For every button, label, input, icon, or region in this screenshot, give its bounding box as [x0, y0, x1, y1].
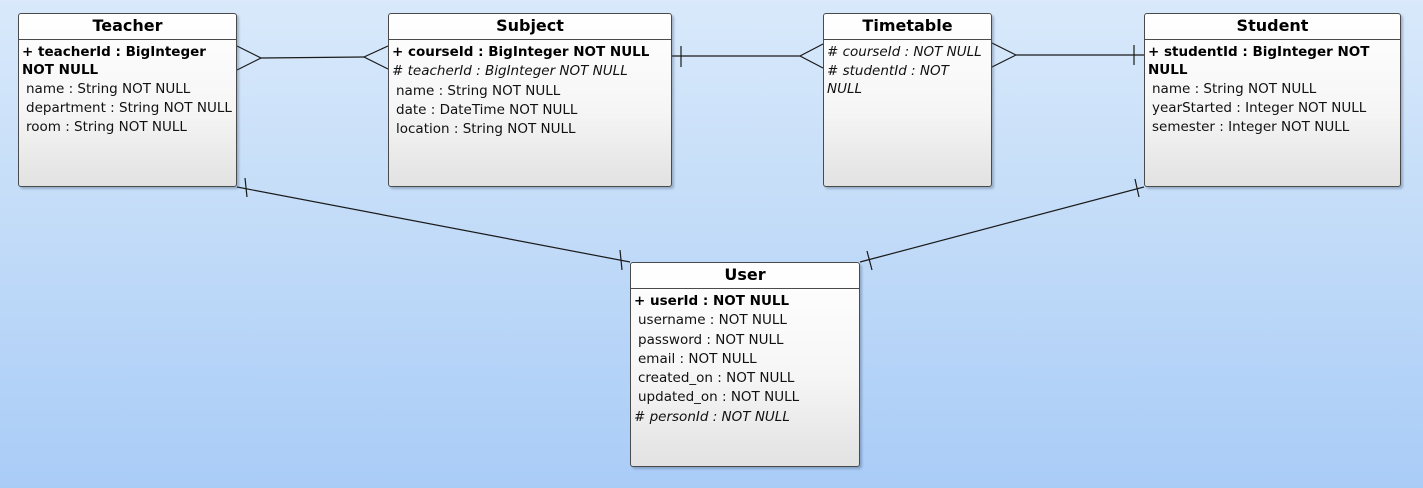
attribute[interactable]: email : NOT NULL — [638, 350, 757, 367]
crowfoot-many-teacher — [236, 45, 263, 71]
tick-one-user-student — [866, 250, 873, 271]
entity-title: User — [631, 263, 859, 289]
attribute-list: + studentId : BigInteger NOT NULL name : … — [1145, 40, 1400, 137]
entity-timetable[interactable]: Timetable # courseId : NOT NULL # student… — [823, 13, 992, 187]
foreign-key-attribute[interactable]: # courseId : NOT NULL — [827, 44, 982, 60]
crowfoot-many-timetable-student — [991, 42, 1018, 68]
relationship-student-user — [859, 186, 1145, 263]
attribute[interactable]: name : String NOT NULL — [1152, 80, 1317, 97]
attribute[interactable]: department : String NOT NULL — [26, 100, 232, 117]
entity-teacher[interactable]: Teacher + teacherId : BigInteger NOT NUL… — [18, 13, 237, 187]
foreign-key-attribute[interactable]: # personId : NOT NULL — [634, 408, 790, 425]
attribute[interactable]: password : NOT NULL — [638, 331, 784, 348]
primary-key-attribute[interactable]: + studentId : BigInteger NOT NULL — [1148, 44, 1370, 78]
entity-title: Subject — [389, 14, 671, 40]
entity-title: Teacher — [19, 14, 236, 40]
relationship-teacher-user — [236, 186, 631, 263]
attribute[interactable]: semester : Integer NOT NULL — [1152, 119, 1350, 136]
tick-one-user-teacher — [619, 249, 623, 271]
relationship-teacher-subject — [260, 56, 365, 59]
tick-one-student-user — [1134, 178, 1140, 198]
attribute-list: # courseId : NOT NULL # studentId : NOT N… — [824, 40, 991, 98]
attribute-list: + courseId : BigInteger NOT NULL # teache… — [389, 40, 671, 139]
attribute[interactable]: room : String NOT NULL — [26, 119, 187, 136]
entity-subject[interactable]: Subject + courseId : BigInteger NOT NULL… — [388, 13, 672, 187]
crowfoot-many-timetable — [798, 43, 824, 69]
attribute-list: + userId : NOT NULL username : NOT NULL pa… — [631, 289, 859, 426]
attribute[interactable]: name : String NOT NULL — [396, 82, 561, 99]
foreign-key-attribute[interactable]: # teacherId : BigInteger NOT NULL — [392, 63, 628, 80]
attribute-list: + teacherId : BigInteger NOT NULL name : … — [19, 40, 236, 137]
foreign-key-attribute[interactable]: # studentId : NOT NULL — [827, 63, 949, 97]
attribute[interactable]: username : NOT NULL — [638, 312, 787, 329]
attribute[interactable]: created_on : NOT NULL — [638, 370, 795, 387]
entity-title: Timetable — [824, 14, 991, 40]
tick-one-teacher-user — [244, 177, 248, 198]
crowfoot-many-subject — [362, 45, 389, 70]
primary-key-attribute[interactable]: + teacherId : BigInteger NOT NULL — [22, 44, 206, 78]
entity-student[interactable]: Student + studentId : BigInteger NOT NUL… — [1144, 13, 1401, 187]
entity-user[interactable]: User + userId : NOT NULL username : NOT N… — [630, 262, 860, 467]
entity-title: Student — [1145, 14, 1400, 40]
attribute[interactable]: location : String NOT NULL — [396, 121, 576, 138]
attribute[interactable]: updated_on : NOT NULL — [638, 389, 800, 406]
primary-key-attribute[interactable]: + userId : NOT NULL — [634, 293, 790, 309]
attribute[interactable]: yearStarted : Integer NOT NULL — [1152, 100, 1367, 117]
primary-key-attribute[interactable]: + courseId : BigInteger NOT NULL — [392, 44, 650, 60]
attribute[interactable]: name : String NOT NULL — [26, 80, 191, 97]
attribute[interactable]: date : DateTime NOT NULL — [396, 101, 578, 118]
